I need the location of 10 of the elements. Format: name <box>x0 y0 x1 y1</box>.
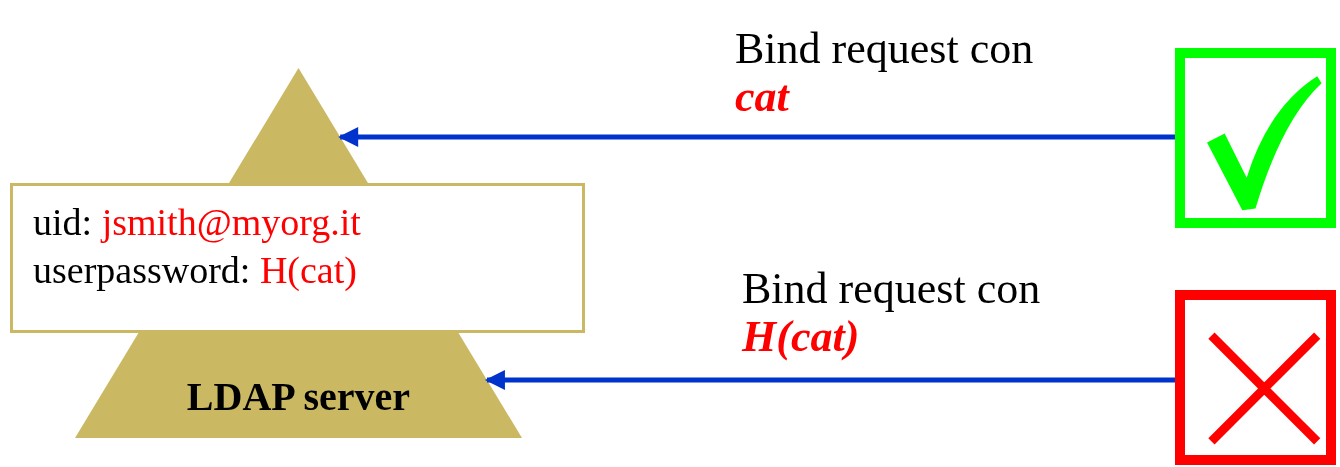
edge-label: Bind request con cat <box>735 25 1035 122</box>
checkmark-box <box>1175 48 1336 228</box>
entry-card <box>10 183 585 333</box>
server-label: LDAP server <box>185 373 412 420</box>
arrow <box>338 127 1175 147</box>
edge-label: Bind request con H(cat) <box>742 265 1042 362</box>
attribute-text: uid: jsmith@myorg.it <box>33 200 362 245</box>
arrow <box>484 370 1175 390</box>
attribute-text: userpassword: H(cat) <box>33 247 358 293</box>
cross-box <box>1175 290 1336 465</box>
